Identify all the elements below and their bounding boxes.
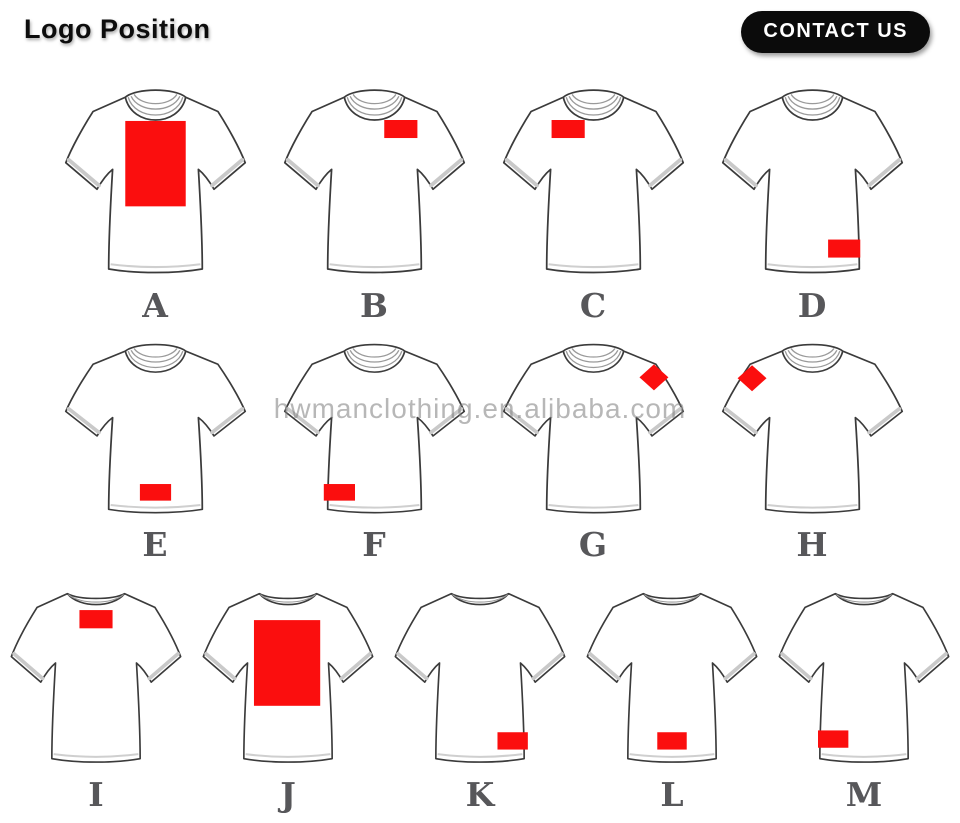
logo-position-marker-M: [818, 730, 849, 748]
shirt-cell-L: L: [579, 580, 765, 813]
shirt-cell-F: F: [274, 338, 474, 563]
tshirt-back-J: [201, 591, 375, 764]
tshirt-front-D: [720, 88, 904, 275]
position-label-K: K: [465, 775, 495, 814]
logo-position-marker-D: [827, 239, 860, 258]
tshirt-back-K: [393, 591, 567, 764]
tshirt-back-M: [777, 591, 951, 764]
position-label-C: C: [579, 286, 607, 325]
logo-position-marker-A: [124, 120, 186, 207]
logo-position-marker-I: [79, 610, 113, 629]
logo-position-marker-K: [497, 732, 528, 750]
shirt-cell-M: M: [771, 580, 957, 813]
tshirt-front-G: [501, 342, 685, 515]
shirt-cell-J: J: [195, 580, 381, 813]
position-label-J: J: [280, 775, 296, 814]
position-label-D: D: [797, 286, 827, 325]
logo-position-marker-E: [139, 484, 171, 501]
contact-us-button[interactable]: CONTACT US: [741, 11, 930, 53]
position-label-G: G: [578, 525, 608, 564]
tshirt-back-I: [9, 591, 183, 764]
tshirt-front-C: [501, 88, 685, 275]
position-label-A: A: [142, 286, 168, 325]
position-label-E: E: [142, 525, 168, 564]
tshirt-front-F: [282, 342, 466, 515]
logo-position-marker-F: [323, 484, 355, 501]
shirt-row-1: A B C D: [55, 83, 912, 324]
shirt-cell-H: H: [712, 338, 912, 563]
position-label-M: M: [845, 775, 883, 814]
shirt-cell-A: A: [55, 83, 255, 324]
position-label-H: H: [796, 525, 828, 564]
tshirt-back-L: [585, 591, 759, 764]
shirt-row-2: E F G H: [55, 338, 912, 563]
logo-position-marker-C: [551, 120, 585, 139]
logo-position-marker-B: [383, 120, 417, 139]
shirt-cell-I: I: [3, 580, 189, 813]
position-label-B: B: [360, 286, 388, 325]
page-title: Logo Position: [24, 14, 211, 44]
shirt-cell-B: B: [274, 83, 474, 324]
tshirt-front-H: [720, 342, 904, 515]
position-label-L: L: [660, 775, 684, 814]
shirt-cell-E: E: [55, 338, 255, 563]
tshirt-front-B: [282, 88, 466, 275]
shirt-cell-D: D: [712, 83, 912, 324]
position-label-I: I: [88, 775, 104, 814]
shirt-cell-G: G: [493, 338, 693, 563]
logo-position-marker-J: [253, 620, 321, 706]
position-label-F: F: [362, 525, 386, 564]
shirt-row-3: I J K L M: [3, 580, 957, 813]
shirt-cell-C: C: [493, 83, 693, 324]
logo-position-marker-L: [657, 732, 687, 750]
tshirt-front-E: [63, 342, 247, 515]
shirt-cell-K: K: [387, 580, 573, 813]
tshirt-front-A: [63, 88, 247, 275]
